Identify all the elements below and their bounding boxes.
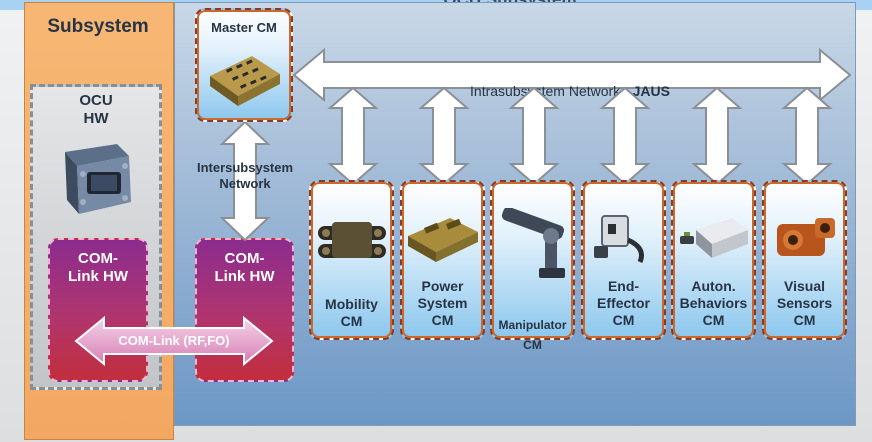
battery-pack-icon	[408, 218, 478, 262]
gripper-icon	[594, 215, 644, 263]
intersubsystem-arrow	[219, 120, 271, 242]
com-link-hw-left-label: COM- Link HW	[68, 250, 128, 285]
cm-label-mobility: Mobility CM	[325, 296, 378, 329]
cm-label-power-system: Power System CM	[417, 278, 468, 328]
cm-link-arrow	[781, 86, 833, 186]
cm-link-arrow	[508, 86, 560, 186]
cm-label-auton-behaviors: Auton. Behaviors CM	[679, 278, 748, 328]
ocu-device-icon	[65, 144, 131, 214]
tracked-robot-base-icon	[318, 222, 386, 258]
mobility-cm-box	[309, 180, 394, 340]
control-module-icon	[680, 218, 748, 258]
intrasubsystem-text: Intrasubsystem Network -	[470, 82, 633, 99]
com-link-rf-arrow	[74, 315, 274, 367]
manipulator-cm-text: Manipulator CM	[498, 318, 567, 352]
cm-label-visual-sensors: Visual Sensors CM	[776, 278, 833, 328]
power-system-cm-box	[400, 180, 485, 340]
robot-arm-icon	[501, 208, 565, 278]
cm-label-end-effector: End- Effector CM	[597, 278, 650, 328]
intrasubsystem-arrow	[292, 47, 852, 103]
master-cm-box	[195, 8, 293, 122]
auton-behaviors-cm-box	[671, 180, 756, 340]
cm-link-arrow	[599, 86, 651, 186]
com-link-rf-label: COM-Link (RF,FO)	[118, 333, 230, 348]
master-module-icon	[210, 56, 280, 106]
cm-link-arrow	[691, 86, 743, 186]
camera-sensor-icon	[777, 218, 835, 256]
manipulator-cm-box	[490, 180, 575, 340]
end-effector-cm-box	[581, 180, 666, 340]
master-cm-label: Master CM	[211, 20, 277, 35]
subsystem-label: Subsystem	[47, 16, 149, 37]
com-link-hw-right-label: COM- Link HW	[214, 250, 275, 285]
cm-link-arrow	[418, 86, 470, 186]
intersubsystem-label: Intersubsystem Network	[196, 160, 294, 191]
cm-link-arrow	[327, 86, 379, 186]
ocu-hw-label: OCU HW	[79, 92, 113, 127]
visual-sensors-cm-box	[762, 180, 847, 340]
cm-label-manipulator: Manipulator CM	[490, 296, 575, 354]
jaus-label: JAUS	[632, 82, 670, 99]
intrasubsystem-label: Intrasubsystem Network - JAUS	[360, 66, 780, 100]
